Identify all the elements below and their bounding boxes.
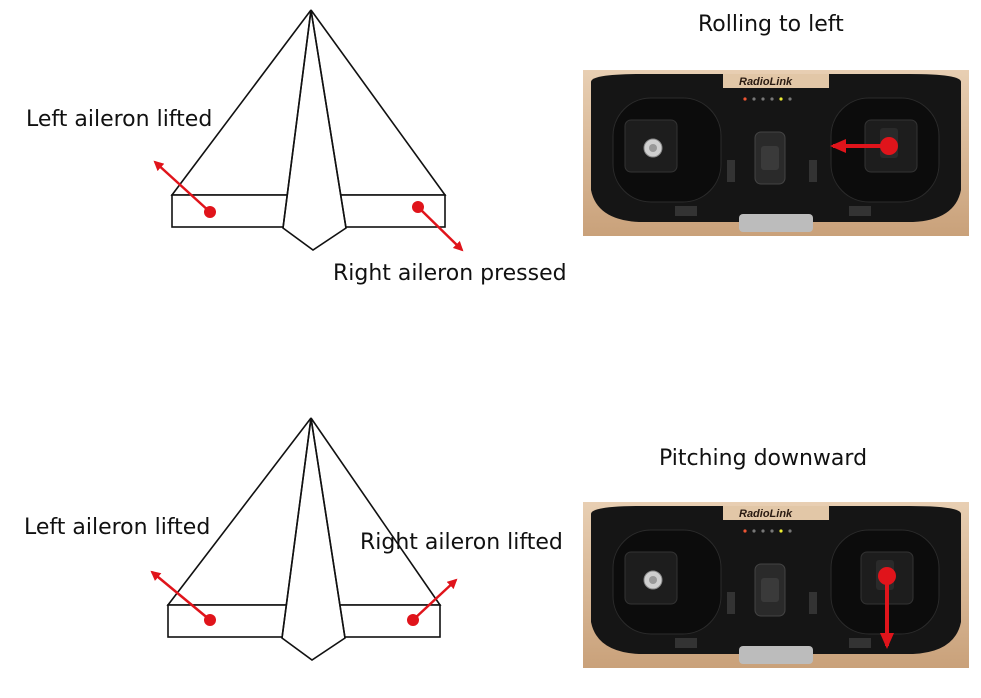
left-aileron-arrow — [153, 160, 216, 218]
pitch-caption: Pitching downward — [659, 446, 867, 471]
glider-diagram-pitch — [166, 417, 442, 661]
transmitter-image-pitch: RadioLink — [583, 502, 969, 668]
status-leds — [743, 529, 792, 533]
right-stick-pitch-arrow — [878, 567, 896, 649]
pitch-panel: Left aileron lifted Right aileron lifted… — [24, 417, 969, 668]
brand-logo: RadioLink — [739, 76, 793, 88]
fuselage-edge-left — [281, 417, 312, 639]
glider-diagram-roll — [170, 9, 447, 251]
roll-caption: Rolling to left — [698, 12, 844, 37]
right-aileron-arrow — [412, 201, 464, 252]
fuselage-edge-right — [310, 9, 347, 229]
brand-logo: RadioLink — [739, 508, 793, 520]
right-aileron-label: Right aileron pressed — [333, 261, 567, 286]
right-stick-roll-arrow — [830, 137, 898, 155]
right-aileron-label: Right aileron lifted — [360, 530, 563, 555]
left-aileron-label: Left aileron lifted — [26, 107, 212, 132]
roll-panel: Left aileron lifted Right aileron presse… — [26, 9, 969, 286]
fuselage-edge-right — [310, 417, 346, 639]
status-leds — [743, 97, 792, 101]
fuselage-edge-left — [282, 9, 312, 229]
right-aileron-arrow — [407, 578, 458, 626]
left-aileron-label: Left aileron lifted — [24, 515, 210, 540]
transmitter-image-roll: RadioLink — [583, 70, 969, 236]
left-aileron-arrow — [150, 570, 216, 626]
